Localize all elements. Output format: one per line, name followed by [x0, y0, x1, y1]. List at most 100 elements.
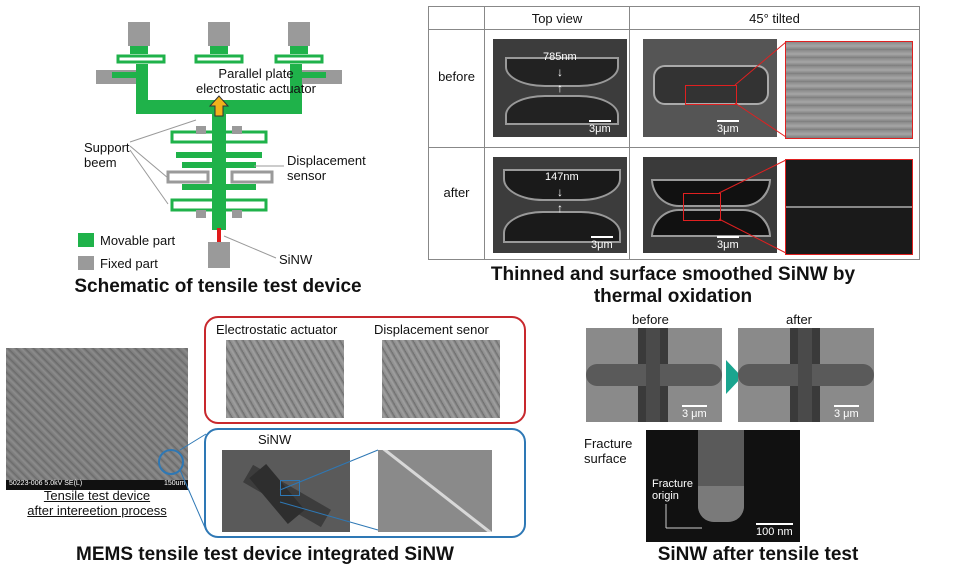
sinw-nanowire	[217, 228, 221, 242]
sem-sensor	[382, 340, 500, 418]
fracture-surface-line1: Fracture	[584, 436, 633, 451]
displacement-label-line1: Displacement	[287, 153, 366, 168]
fracture-origin-line2: origin	[652, 490, 679, 502]
width-label-after: 147nm	[545, 171, 579, 183]
col-header-tilted: 45° tilted	[749, 11, 800, 26]
tensile-device-schematic	[96, 22, 342, 268]
oxidation-panel: Top view 45° tilted before after 785nm ↓…	[428, 6, 920, 308]
zoom-connectors	[718, 41, 787, 254]
fixed-pad-top-center	[208, 22, 230, 46]
fracture-surface-line2: surface	[584, 451, 627, 466]
support-pointer-3	[129, 149, 169, 205]
device-label: Tensile test device after intereetion pr…	[6, 488, 188, 518]
support-pointer-2	[129, 145, 169, 179]
actuation-arrow-icon	[208, 95, 230, 117]
fixed-pad-top-left	[128, 22, 150, 46]
blue-frame: SiNW	[204, 428, 526, 538]
support-label-line2: beem	[84, 155, 117, 170]
scale-bar-100nm: 100 nm	[756, 523, 793, 538]
movable-top-center	[210, 46, 228, 54]
sem-actuator	[226, 340, 344, 418]
legend-movable-label: Movable part	[100, 233, 176, 248]
sem-fracture-surface: Fracture origin 100 nm	[646, 430, 800, 542]
sensor-finger-2	[182, 162, 256, 168]
fixed-pad-top-right	[288, 22, 310, 46]
support-pointer-1	[129, 119, 197, 143]
scale-bar-top-after: 3μm	[591, 236, 613, 251]
support-spring-1	[170, 130, 268, 144]
legend-fixed-label: Fixed part	[100, 256, 158, 271]
sinw-pointer	[223, 235, 277, 259]
progress-arrow-icon	[726, 360, 742, 394]
legend-movable-swatch	[78, 233, 94, 247]
legend-fixed-swatch	[78, 256, 94, 270]
fixed-pad-bottom	[208, 242, 230, 268]
scale-bar-top-before: 3μm	[589, 120, 611, 135]
arrow-down-icon-after: ↓	[557, 185, 563, 199]
schematic-caption: Schematic of tensile test device	[74, 276, 362, 297]
arrow-up-icon: ↑	[557, 81, 563, 95]
row-header-after: after	[443, 185, 470, 200]
label-after: after	[786, 312, 813, 327]
sinw-label: SiNW	[279, 252, 313, 267]
after-test-panel: before after 3 μm 3 μm Fracture surface …	[560, 312, 956, 577]
actuator-label: Parallel plate electrostatic actuator	[186, 66, 326, 96]
zoom-box-before	[685, 85, 737, 105]
sinw-location-circle	[158, 449, 184, 475]
label-before: before	[632, 312, 669, 327]
spring-top-right	[274, 54, 324, 64]
device-label-line2: after intereetion process	[27, 503, 167, 518]
fracture-origin-pointer	[665, 504, 702, 529]
col-header-top-view: Top view	[531, 11, 583, 26]
fracture-origin-line1: Fracture	[652, 478, 693, 490]
sem-zoom-before	[785, 41, 913, 139]
fixed-sensor-right	[230, 170, 274, 184]
spring-anchor-1a	[196, 126, 206, 134]
actuator-finger-right	[302, 72, 326, 78]
spring-top-left	[116, 54, 166, 64]
oxidation-table: Top view 45° tilted before after 785nm ↓…	[428, 6, 920, 260]
actuator-finger-left	[112, 72, 136, 78]
mems-connectors	[179, 433, 379, 531]
width-label-before: 785nm	[543, 51, 577, 63]
sensor-finger-1	[176, 152, 262, 158]
central-beam	[212, 112, 226, 230]
actuator-label-line1: Parallel plate	[218, 66, 294, 81]
sem-top-after: 147nm ↓ ↑ 3μm	[493, 157, 627, 253]
fixed-sensor-left	[166, 170, 210, 184]
row-header-before: before	[438, 69, 475, 84]
sensor-finger-3	[182, 184, 256, 190]
sem-top-before: 785nm ↓ ↑ 3μm	[493, 39, 627, 137]
displacement-sensor-label: Displacement sensor	[287, 153, 366, 183]
zoom-box-after	[683, 193, 721, 221]
sem-after-test: 3 μm	[738, 328, 874, 422]
sem-before-test: 3 μm	[586, 328, 722, 422]
displacement-label-line2: sensor	[287, 168, 327, 183]
sem-tilted-after: 3μm	[643, 157, 777, 253]
sem-tilted-before: 3μm	[643, 39, 777, 137]
support-beam-label: Support beem	[84, 140, 130, 170]
oxidation-caption-line1: Thinned and surface smoothed SiNW by	[490, 264, 856, 285]
sinw-sem-label: SiNW	[258, 432, 292, 447]
scale-bar-before-test: 3 μm	[682, 405, 707, 420]
movable-top-left	[130, 46, 148, 54]
sensor-sem-label: Displacement senor	[374, 322, 489, 337]
spring-anchor-2b	[232, 210, 242, 218]
scale-bar-tilted-before: 3μm	[717, 120, 739, 135]
oxidation-caption-line2: thermal oxidation	[593, 286, 753, 307]
mems-caption: MEMS tensile test device integrated SiNW	[76, 544, 454, 565]
fracture-origin-label: Fracture origin	[652, 478, 693, 502]
support-label-line1: Support	[84, 140, 130, 155]
sem-device-overview: 50223-006 5.0kV SE(L) 150um	[6, 348, 188, 490]
schematic-panel: Parallel plate electrostatic actuator Su…	[0, 0, 420, 305]
scale-bar-tilted-after: 3μm	[717, 236, 739, 251]
actuator-label-line2: electrostatic actuator	[196, 81, 316, 96]
arrow-up-icon-after: ↑	[557, 201, 563, 215]
oxidation-caption: Thinned and surface smoothed SiNW by the…	[428, 264, 918, 308]
arrow-down-icon: ↓	[557, 65, 563, 79]
scale-bar-after-test: 3 μm	[834, 405, 859, 420]
spring-top-center	[194, 54, 244, 64]
movable-top-right	[290, 46, 308, 54]
sem-sinw-cross	[222, 450, 350, 532]
after-test-caption: SiNW after tensile test	[657, 544, 859, 565]
